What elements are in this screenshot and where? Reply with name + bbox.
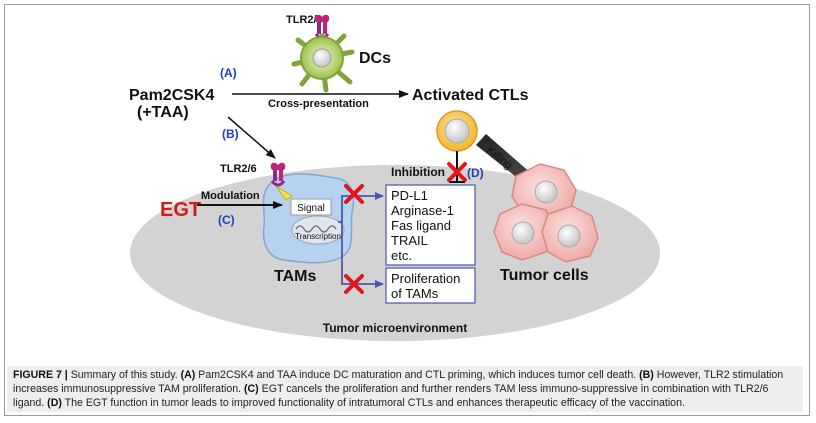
caption-b-label: (B) (639, 369, 654, 381)
cross-mark-icon (447, 162, 467, 182)
tlr26-dc-label: TLR2/6 (286, 14, 323, 26)
tumor-microenvironment-label: Tumor microenvironment (323, 321, 467, 335)
proliferation-line1: Proliferation (391, 271, 460, 286)
tumor-cells-label: Tumor cells (500, 267, 589, 284)
activated-ctls-label: Activated CTLs (412, 87, 529, 104)
factor-fas-ligand: Fas ligand (391, 218, 451, 233)
signal-box (290, 198, 332, 216)
label-c: (C) (218, 213, 235, 227)
tlr26-tam-receptor-icon (270, 162, 293, 201)
factor-trail: TRAIL (391, 233, 428, 248)
dcs-label: DCs (359, 50, 391, 67)
proliferation-line2: of TAMs (391, 286, 439, 301)
factor-arginase1: Arginase-1 (391, 203, 454, 218)
caption-a-label: (A) (180, 369, 196, 381)
caption-b-text: However, TLR2 stimulation increases immu… (13, 369, 784, 396)
caption-c-text: EGT cancels the proliferation and furthe… (13, 383, 769, 410)
tlr2-stimulation-arrow (227, 116, 276, 159)
caption-a-text: Pam2CSK4 and TAA induce DC maturation an… (195, 369, 640, 381)
cross-mark-icon (344, 274, 364, 294)
signal-label: Signal (297, 203, 325, 214)
label-b: (B) (222, 127, 239, 141)
egt-label: EGT (160, 199, 201, 221)
cross-presentation-label: Cross-presentation (268, 98, 369, 110)
cross-mark-icon (344, 184, 364, 204)
figure-caption: FIGURE 7 | Summary of this study. (A) Pa… (7, 366, 803, 412)
taa-label: (+TAA) (137, 104, 189, 121)
pam2csk4-label: Pam2CSK4 (129, 87, 214, 104)
modulation-label: Modulation (201, 190, 260, 202)
label-d: (D) (467, 166, 484, 180)
dendritic-cell-icon (291, 33, 355, 93)
transcription-label: Transcription (295, 232, 341, 241)
caption-d-text: The EGT function in tumor leads to impro… (61, 397, 685, 410)
factor-etc: etc. (391, 248, 412, 263)
proliferation-box (385, 267, 476, 304)
suppressive-factors-box (385, 184, 476, 266)
caption-intro: Summary of this study. (67, 369, 181, 381)
tams-label: TAMs (274, 268, 316, 285)
label-a: (A) (220, 66, 237, 80)
tlr26-tam-label: TLR2/6 (220, 163, 257, 175)
tumor-cells-icon (493, 163, 599, 263)
suppressive-factors-arrow (338, 192, 384, 223)
caption-fig-label: FIGURE 7 | (13, 369, 68, 381)
caption-c-label: (C) (244, 383, 259, 396)
ctl-cell-icon (436, 110, 478, 152)
factor-pdl1: PD-L1 (391, 188, 428, 203)
proliferation-arrow (341, 222, 384, 288)
caption-d-label: (D) (47, 397, 62, 410)
inhibition-label: Inhibition (391, 165, 445, 179)
